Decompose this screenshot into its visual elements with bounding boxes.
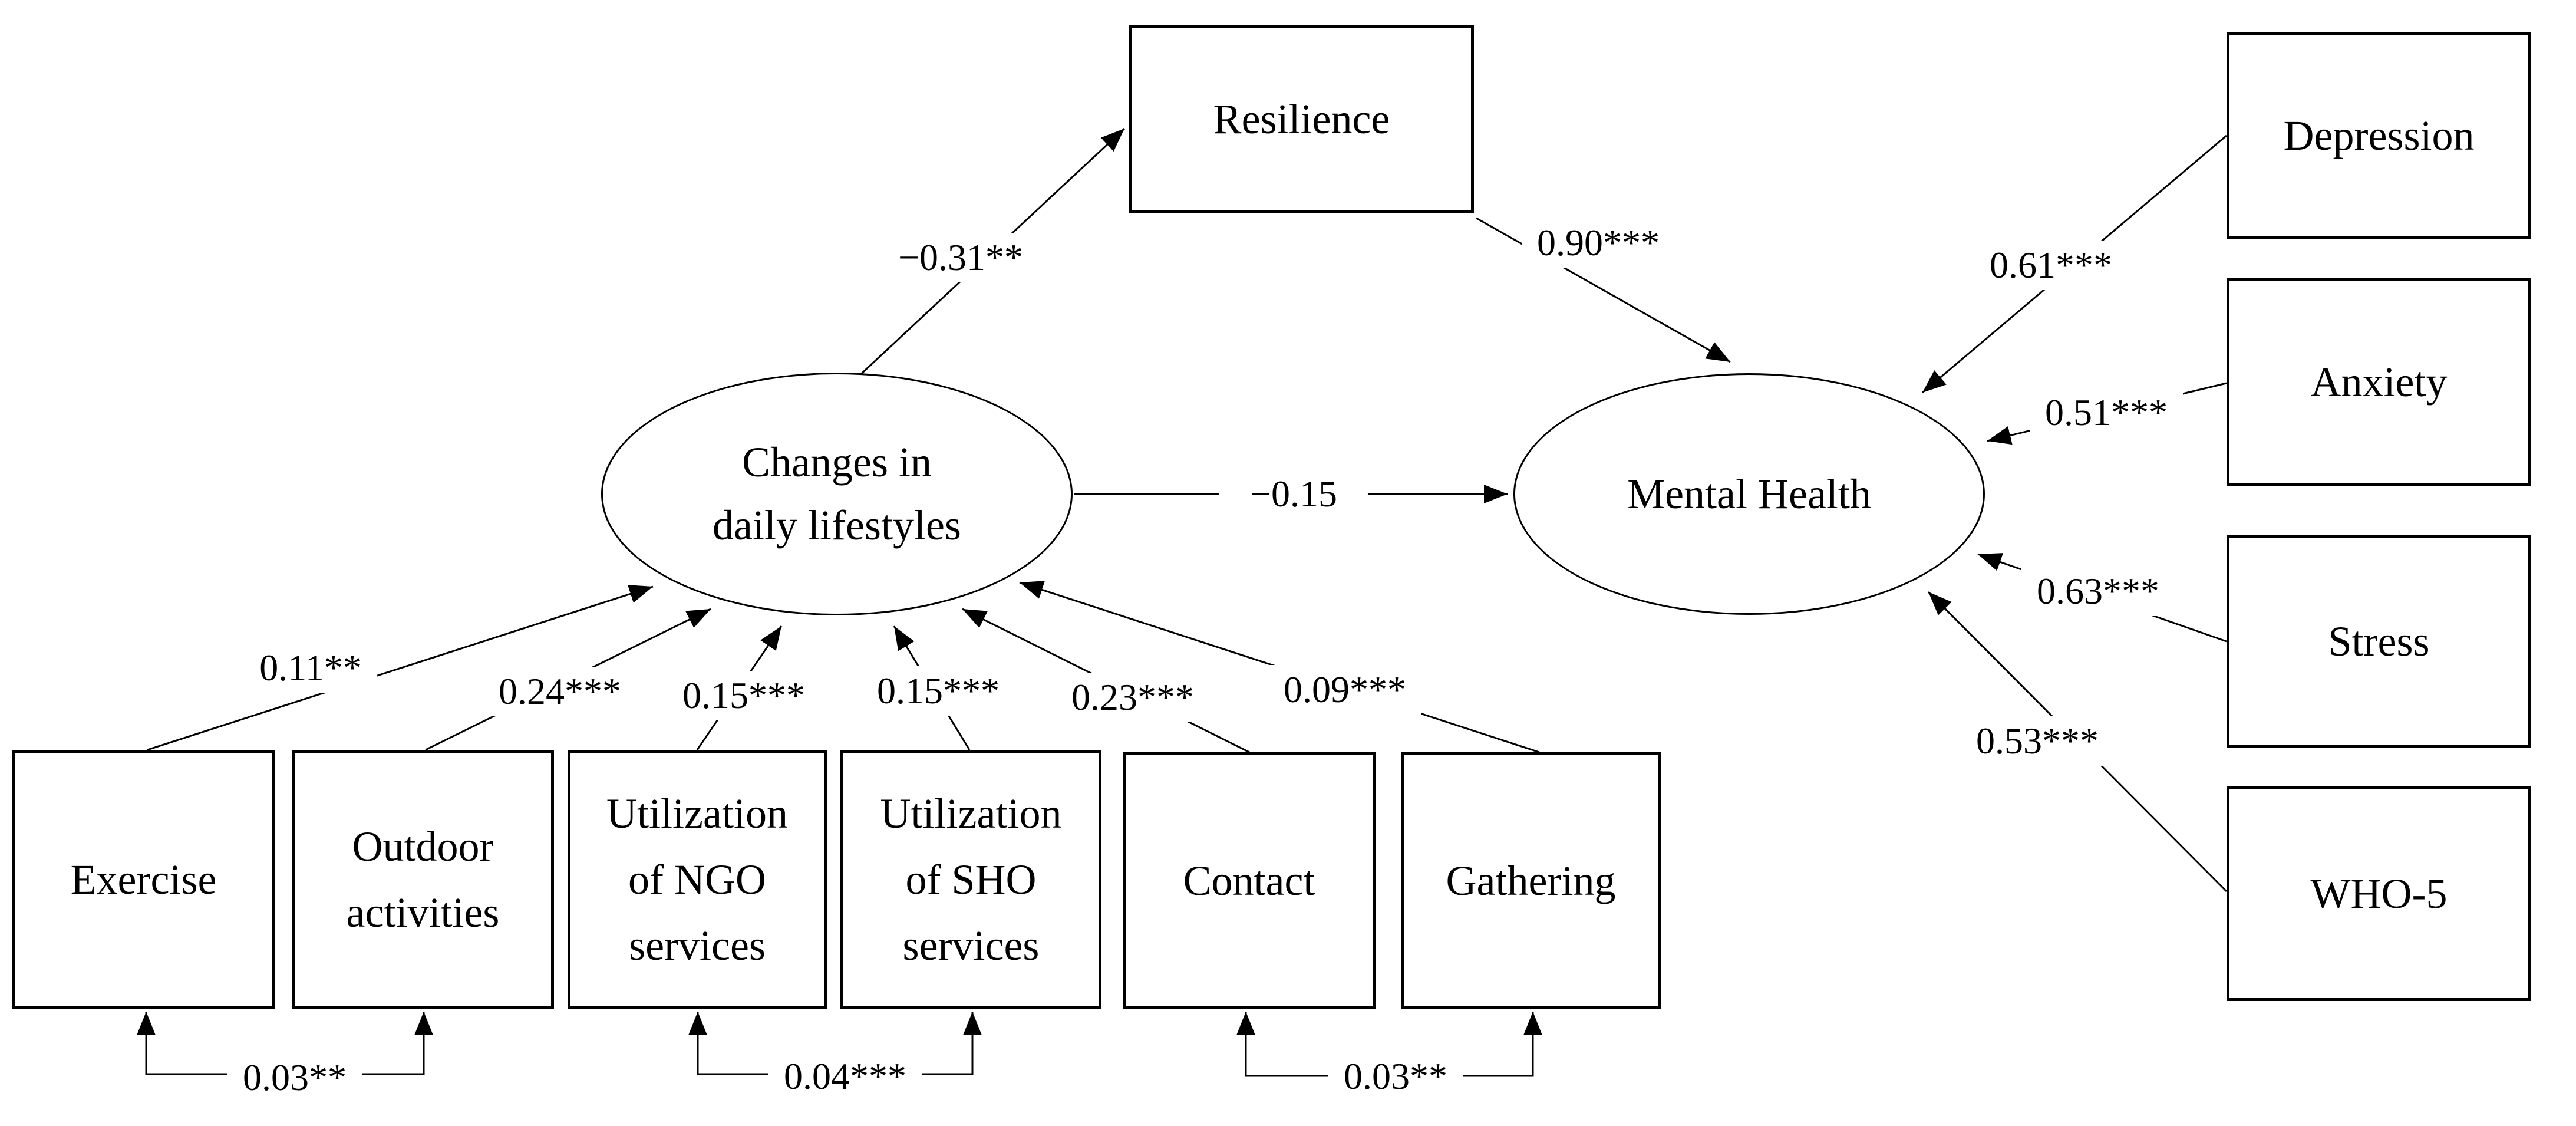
node-exercise: Exercise — [12, 750, 275, 1009]
node-ngo-label-line1: Utilization — [606, 790, 788, 837]
node-sho-label-line3: services — [902, 922, 1040, 969]
node-anxiety-label: Anxiety — [2310, 358, 2448, 406]
node-sho-label-line2: of SHO — [905, 856, 1037, 903]
node-depression: Depression — [2227, 32, 2531, 239]
coef-lifestyle-resilience: −0.31** — [882, 233, 1039, 282]
latent-mental-health-label: Mental Health — [1627, 470, 1871, 518]
node-anxiety: Anxiety — [2227, 278, 2531, 486]
coef-ngo: 0.15*** — [667, 671, 820, 720]
node-outdoor-label-line2: activities — [346, 889, 500, 936]
node-who5: WHO-5 — [2227, 786, 2531, 1001]
node-exercise-label: Exercise — [70, 856, 217, 903]
node-contact: Contact — [1123, 752, 1376, 1009]
node-stress: Stress — [2227, 535, 2531, 748]
node-resilience: Resilience — [1129, 25, 1474, 213]
coef-lifestyle-mentalhealth: −0.15 — [1219, 469, 1368, 519]
coef-anxiety: 0.51*** — [2030, 388, 2183, 437]
path-resilience-to-mentalhealth — [1476, 217, 1731, 363]
latent-mental-health: Mental Health — [1513, 373, 1985, 615]
coef-covariance-exercise-outdoor: 0.03** — [227, 1053, 362, 1102]
coef-stress: 0.63*** — [2021, 567, 2175, 616]
coef-exercise: 0.11** — [244, 643, 377, 693]
node-contact-label: Contact — [1183, 857, 1315, 904]
node-sho-label-line1: Utilization — [880, 790, 1062, 837]
node-who5-label: WHO-5 — [2310, 870, 2448, 917]
node-outdoor-activities: Outdoor activities — [292, 750, 554, 1009]
node-gathering: Gathering — [1401, 752, 1661, 1009]
coef-depression: 0.61*** — [1974, 241, 2128, 290]
coef-sho: 0.15*** — [862, 666, 1015, 716]
coef-covariance-contact-gathering: 0.03** — [1328, 1052, 1463, 1101]
latent-lifestyle-label-line2: daily lifestyles — [713, 502, 961, 549]
node-stress-label: Stress — [2328, 618, 2430, 665]
latent-lifestyle-label-line1: Changes in — [742, 439, 932, 486]
node-gathering-label: Gathering — [1446, 857, 1616, 904]
node-resilience-label: Resilience — [1213, 96, 1390, 143]
coef-resilience-mentalhealth: 0.90*** — [1522, 218, 1675, 268]
node-depression-label: Depression — [2283, 112, 2475, 159]
node-sho-services: Utilization of SHO services — [840, 750, 1101, 1009]
coef-contact: 0.23*** — [1056, 673, 1209, 722]
latent-changes-in-daily-lifestyles: Changes in daily lifestyles — [601, 373, 1073, 615]
path-exercise-to-lifestyle — [147, 585, 654, 751]
node-ngo-services: Utilization of NGO services — [568, 750, 827, 1009]
coef-who5: 0.53*** — [1961, 716, 2114, 766]
coef-outdoor: 0.24*** — [483, 667, 636, 716]
coef-gathering: 0.09*** — [1268, 665, 1421, 715]
node-ngo-label-line2: of NGO — [628, 856, 766, 903]
coef-covariance-ngo-sho: 0.04*** — [768, 1052, 922, 1101]
node-ngo-label-line3: services — [629, 922, 766, 969]
node-outdoor-label-line1: Outdoor — [352, 823, 494, 870]
